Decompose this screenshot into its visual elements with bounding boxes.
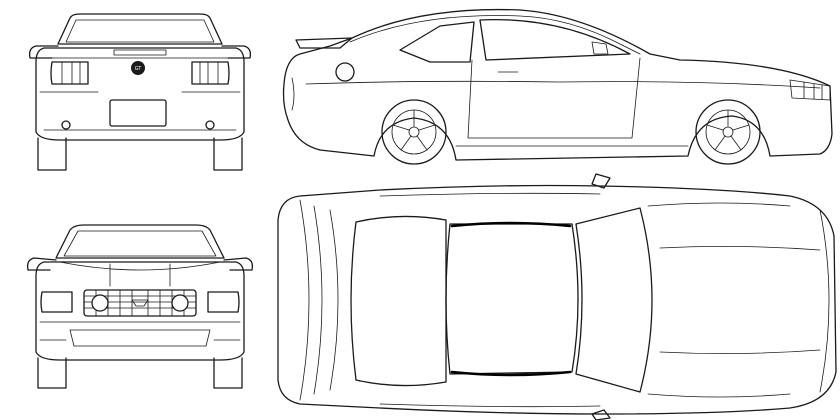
side-door-window bbox=[479, 18, 631, 61]
license-plate bbox=[109, 99, 167, 127]
rear-window bbox=[65, 19, 215, 43]
left-headlight bbox=[40, 291, 73, 313]
rear-wheel bbox=[381, 99, 447, 165]
rear-quarter-window bbox=[399, 21, 475, 63]
side-body-outline bbox=[282, 8, 833, 161]
side-mirror bbox=[591, 41, 609, 55]
spoiler-edge bbox=[313, 205, 323, 395]
side-grille-lines bbox=[803, 81, 823, 100]
right-tail-light bbox=[191, 61, 230, 85]
front-nose bbox=[819, 209, 830, 393]
side-sills bbox=[379, 192, 601, 408]
rear-right-mirror bbox=[221, 45, 252, 59]
top-roof bbox=[445, 223, 579, 375]
side-headlight bbox=[789, 79, 831, 101]
right-exhaust bbox=[205, 120, 215, 130]
front-body bbox=[35, 261, 245, 361]
door-outline bbox=[467, 57, 641, 139]
hood-edge-top bbox=[647, 202, 791, 207]
trunk-lid bbox=[329, 209, 339, 391]
rear-emblem bbox=[131, 61, 145, 75]
left-exhaust bbox=[61, 120, 71, 130]
roof-line bbox=[349, 15, 641, 55]
top-view bbox=[277, 173, 837, 420]
rear-spoiler-light bbox=[113, 49, 167, 56]
windshield bbox=[63, 230, 217, 257]
front-roof-outline bbox=[55, 224, 225, 259]
side-view bbox=[282, 8, 833, 165]
lower-air-intake bbox=[69, 329, 211, 347]
grille-emblem bbox=[131, 299, 149, 307]
front-left-mirror bbox=[26, 257, 57, 271]
front-right-tire bbox=[213, 357, 243, 389]
left-tail-light bbox=[50, 61, 89, 85]
top-right-mirror bbox=[591, 409, 611, 420]
rear-bumper-edge bbox=[299, 199, 310, 401]
front-wheel bbox=[695, 99, 761, 165]
hood-crease bbox=[59, 261, 221, 271]
rear-left-tire bbox=[37, 137, 67, 171]
rear-view: GT bbox=[28, 13, 252, 171]
hood-lines bbox=[109, 263, 171, 287]
rear-left-mirror bbox=[28, 45, 59, 59]
rear-emblem-text: GT bbox=[135, 66, 143, 72]
hood-stripes bbox=[659, 246, 821, 354]
rear-lamp-edge bbox=[291, 77, 295, 111]
rear-right-tire bbox=[213, 137, 243, 171]
left-fog-lamp bbox=[91, 294, 109, 312]
front-right-mirror bbox=[223, 257, 254, 271]
rear-roof-outline bbox=[57, 13, 223, 45]
roof-edge-bottom bbox=[450, 370, 572, 377]
hood-edge-bottom bbox=[647, 393, 791, 398]
right-fog-lamp bbox=[171, 294, 189, 312]
side-spoiler bbox=[295, 37, 353, 49]
front-view bbox=[26, 224, 254, 389]
side-crease bbox=[305, 80, 821, 89]
top-left-mirror bbox=[591, 173, 611, 189]
fuel-cap bbox=[335, 62, 355, 82]
roof-edge-top bbox=[450, 221, 572, 228]
top-rear-window bbox=[350, 215, 447, 387]
rear-body bbox=[35, 47, 245, 141]
top-windshield bbox=[575, 207, 653, 393]
top-body-outline bbox=[277, 184, 837, 415]
right-headlight bbox=[207, 291, 240, 313]
front-left-tire bbox=[37, 357, 67, 389]
